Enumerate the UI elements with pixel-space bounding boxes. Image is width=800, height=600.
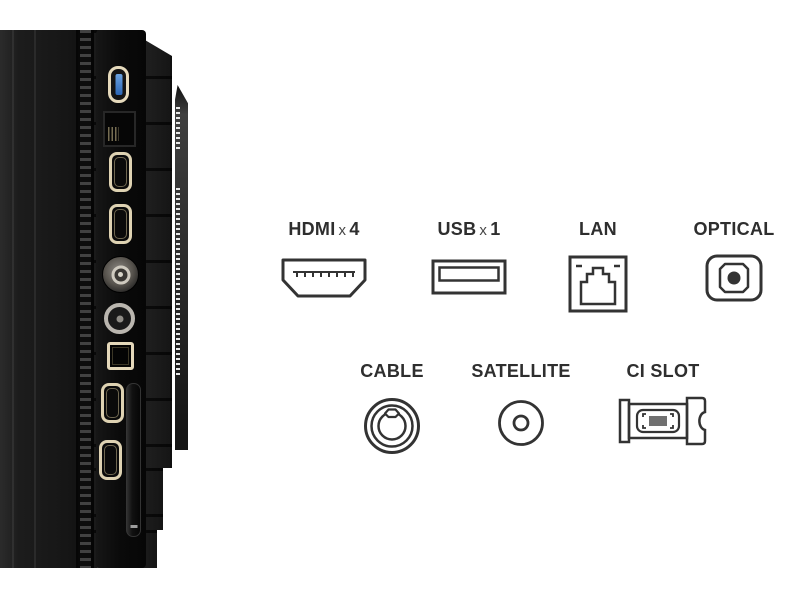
legend-item-lan: LAN [523, 218, 673, 313]
lan-label: LAN [523, 218, 673, 240]
cable-label: CABLE [317, 360, 467, 382]
label-name: HDMI [288, 219, 336, 239]
usb-icon [431, 259, 507, 295]
hdmi-port-1 [109, 152, 132, 192]
label-times: x [479, 222, 488, 239]
ci-slot-mark [130, 525, 137, 528]
ci-slot [126, 383, 141, 537]
optical-port [107, 342, 134, 370]
lan-port [103, 111, 136, 147]
usb-port [108, 66, 129, 103]
legend-item-cable: CABLE [317, 360, 467, 456]
coax-pin [116, 315, 123, 322]
label-name: CABLE [360, 361, 424, 381]
coax-ring [111, 265, 130, 284]
vent-strip [78, 30, 94, 568]
satellite-coax-port [104, 303, 135, 334]
label-name: SATELLITE [471, 361, 571, 381]
legend-item-optical: OPTICAL [659, 218, 800, 302]
screen-edge [0, 30, 78, 568]
panel-seam-line [12, 30, 14, 568]
optical-label: OPTICAL [659, 218, 800, 240]
hdmi-port-3 [101, 383, 124, 423]
label-name: OPTICAL [693, 219, 775, 239]
fin-dots [176, 107, 180, 150]
tv-side-panel [0, 30, 190, 568]
fin-dots [176, 188, 180, 375]
label-name: LAN [579, 219, 617, 239]
legend-item-satellite: SATELLITE [446, 360, 596, 448]
mount-fin [175, 85, 188, 450]
label-count: 1 [490, 219, 501, 239]
hdmi-port-2 [109, 204, 132, 244]
legend-item-ci-slot: CI SLOT [588, 360, 738, 449]
label-times: x [338, 222, 347, 239]
label-name: CI SLOT [626, 361, 700, 381]
label-name: USB [437, 219, 477, 239]
satellite-icon [498, 400, 544, 446]
panel-seam-line [34, 30, 36, 568]
label-count: 4 [349, 219, 360, 239]
hdmi-port-4 [99, 440, 122, 480]
optical-icon [705, 254, 763, 302]
satellite-label: SATELLITE [446, 360, 596, 382]
ci-slot-label: CI SLOT [588, 360, 738, 382]
cable-coax-port [102, 256, 139, 293]
ci-slot-icon [618, 396, 707, 446]
coax-pin [118, 272, 123, 277]
lan-icon [568, 255, 628, 313]
lan-pins [108, 127, 119, 141]
cable-icon [364, 398, 420, 454]
usb-pin [115, 74, 122, 95]
hdmi-icon [281, 258, 367, 298]
